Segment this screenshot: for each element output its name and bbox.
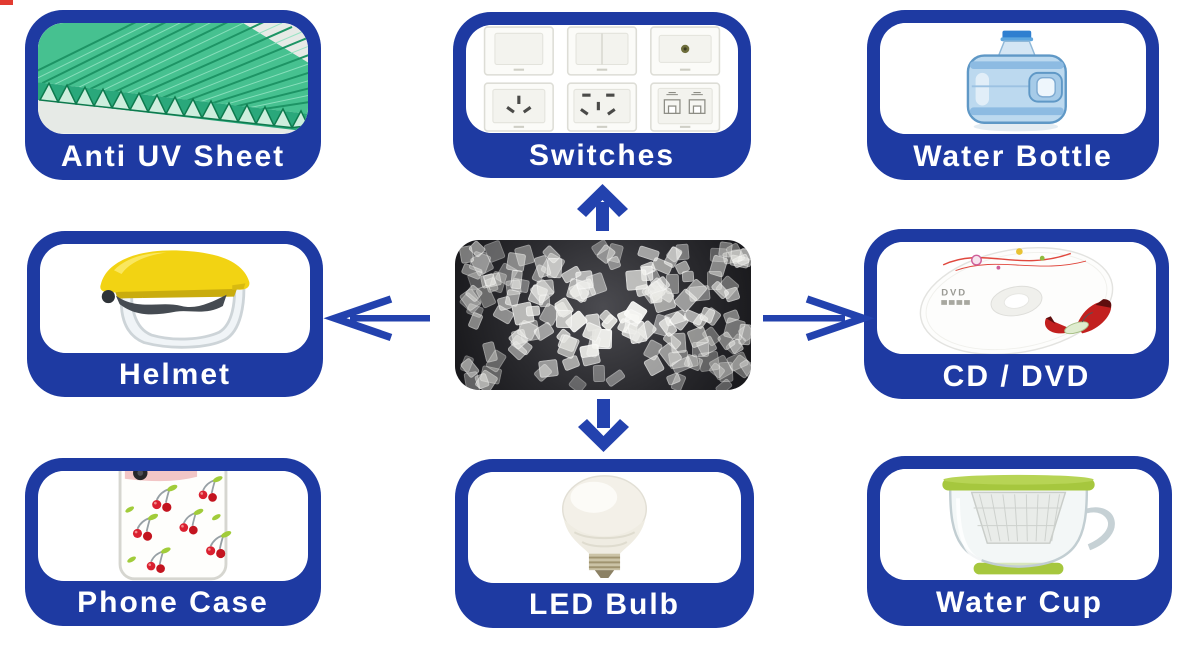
arrow-left-icon — [323, 295, 430, 342]
helmet-icon — [48, 244, 302, 353]
switches-icon — [472, 25, 732, 134]
product-card-phone-case: Phone Case — [25, 458, 321, 626]
water-cup-icon — [883, 469, 1156, 581]
product-card-cd-dvd: DVD CD / DVD — [864, 229, 1169, 399]
phone-case-image — [38, 471, 308, 581]
cd-print-text: DVD — [941, 287, 967, 298]
anti-uv-sheet-image — [38, 23, 308, 134]
product-label-cd-dvd: CD / DVD — [942, 359, 1091, 393]
anti-uv-sheet-icon — [38, 23, 308, 134]
led-bulb-image — [468, 472, 741, 583]
product-card-water-cup: Water Cup — [867, 456, 1172, 626]
water-bottle-image — [880, 23, 1146, 135]
switches-image — [466, 25, 738, 134]
water-cup-image — [880, 469, 1159, 581]
product-label-phone-case: Phone Case — [77, 586, 269, 620]
product-label-anti-uv-sheet: Anti UV Sheet — [60, 139, 286, 173]
led-bulb-icon — [473, 472, 736, 583]
product-label-switches: Switches — [528, 138, 676, 172]
product-card-helmet: Helmet — [27, 231, 323, 397]
polycarbonate-pellets-image — [455, 240, 751, 390]
water-bottle-icon — [883, 23, 1143, 135]
phone-case-icon — [43, 471, 303, 581]
product-label-water-bottle: Water Bottle — [913, 140, 1113, 174]
product-card-anti-uv-sheet: Anti UV Sheet — [25, 10, 321, 180]
arrow-up-icon — [577, 184, 628, 231]
product-card-switches: Switches — [453, 12, 751, 178]
product-label-helmet: Helmet — [118, 357, 232, 391]
product-card-water-bottle: Water Bottle — [867, 10, 1159, 180]
product-card-led-bulb: LED Bulb — [455, 459, 754, 628]
arrow-down-icon — [578, 399, 629, 452]
helmet-image — [40, 244, 310, 353]
corner-artifact-mark — [0, 0, 13, 5]
cd-dvd-image: DVD — [877, 242, 1156, 355]
product-label-led-bulb: LED Bulb — [529, 588, 680, 622]
arrow-right-icon — [763, 295, 875, 342]
product-label-water-cup: Water Cup — [936, 586, 1103, 620]
cd-dvd-icon: DVD — [884, 242, 1149, 355]
